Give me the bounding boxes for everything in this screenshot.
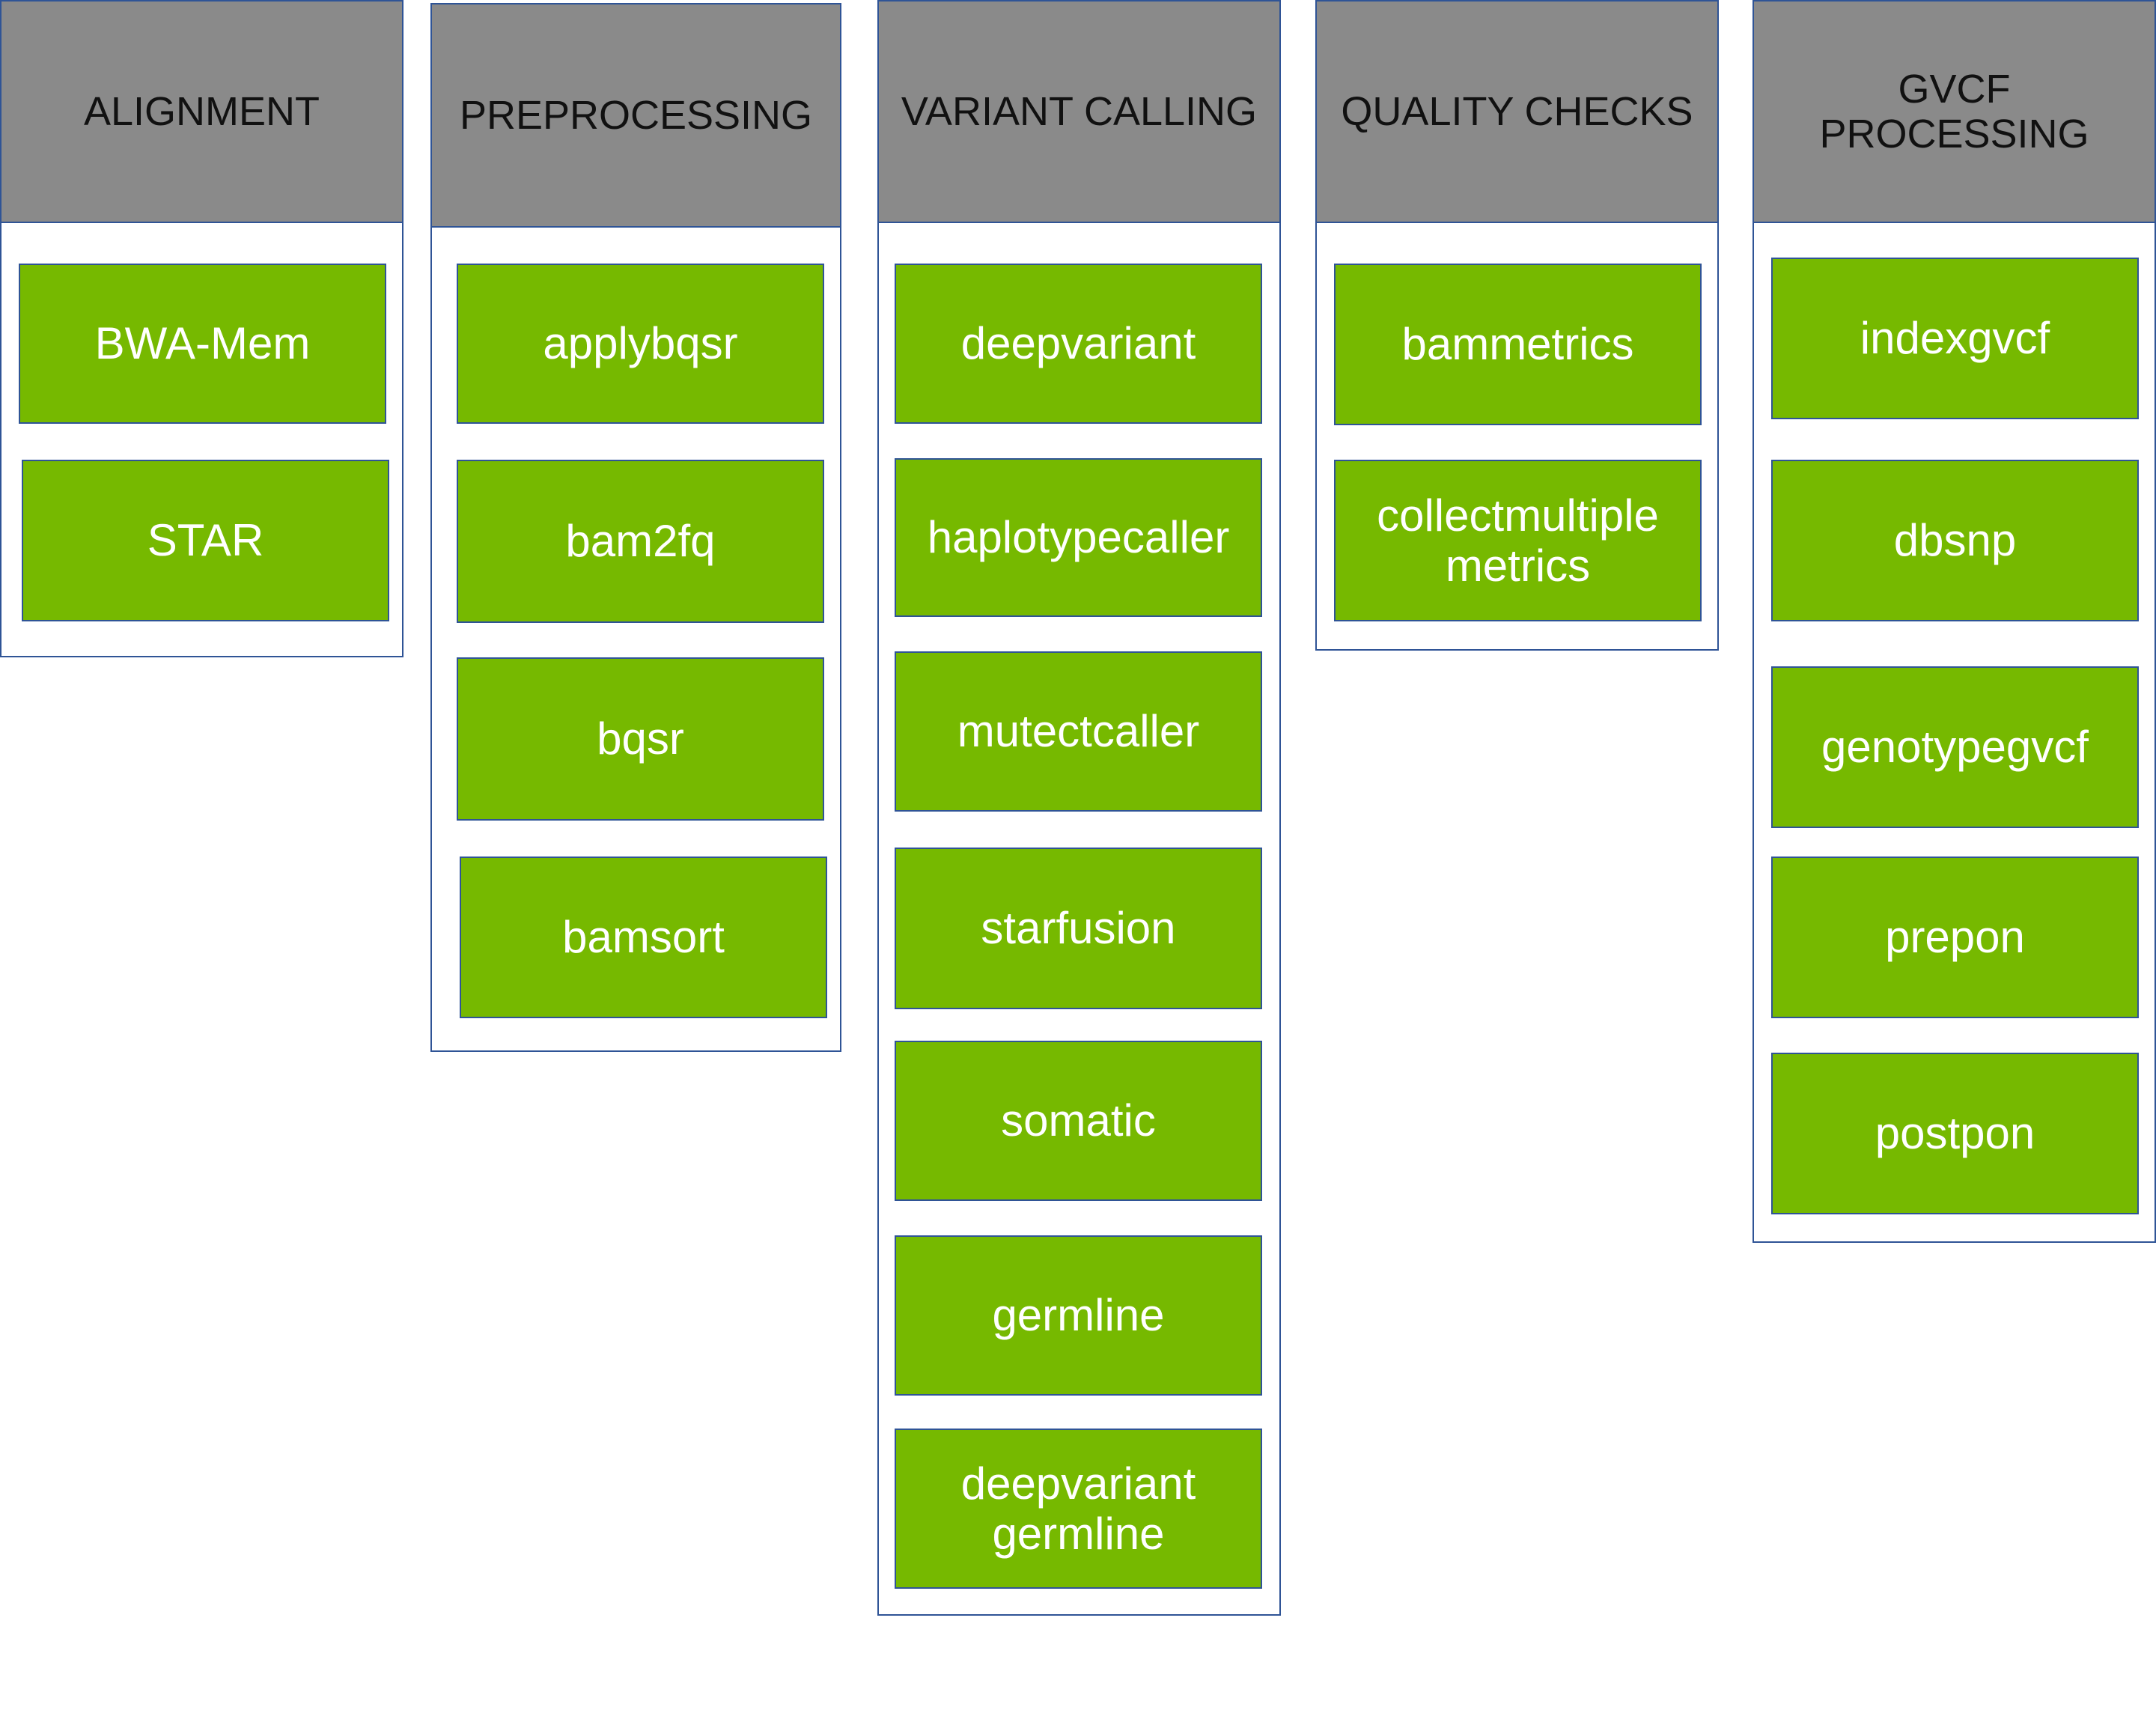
tool-box-bwa-mem: BWA-Mem: [19, 264, 386, 424]
tool-label: starfusion: [981, 903, 1176, 954]
tool-box-postpon: postpon: [1771, 1053, 2139, 1214]
tool-box-genotypegvcf: genotypegvcf: [1771, 666, 2139, 828]
tool-label: mutectcaller: [957, 706, 1200, 757]
tool-box-germline: germline: [895, 1235, 1262, 1396]
tool-label: bqsr: [597, 714, 684, 764]
tool-box-bamsort: bamsort: [460, 857, 827, 1018]
tool-box-starfusion: starfusion: [895, 848, 1262, 1009]
tool-label: indexgvcf: [1860, 313, 2050, 364]
column-title: VARIANT CALLING: [901, 88, 1258, 134]
tool-label: germline: [992, 1290, 1165, 1341]
tool-box-deepvariant-germline: deepvariant germline: [895, 1429, 1262, 1589]
tool-box-prepon: prepon: [1771, 857, 2139, 1018]
tool-label: bamsort: [562, 912, 725, 963]
tool-label: collectmultiple metrics: [1377, 490, 1659, 591]
tool-label: deepvariant: [960, 318, 1196, 369]
tool-label: prepon: [1885, 912, 2025, 963]
tool-label: genotypegvcf: [1821, 722, 2089, 773]
column-alignment: ALIGNMENT BWA-Mem STAR: [0, 0, 404, 657]
tool-label: deepvariant germline: [960, 1458, 1196, 1559]
tool-box-dbsnp: dbsnp: [1771, 460, 2139, 621]
tool-label: STAR: [147, 515, 264, 566]
tool-label: BWA-Mem: [94, 318, 311, 369]
tool-box-bqsr: bqsr: [457, 657, 824, 821]
column-header-variant-calling: VARIANT CALLING: [879, 1, 1279, 223]
tool-label: postpon: [1875, 1108, 2035, 1159]
column-header-quality-checks: QUALITY CHECKS: [1317, 1, 1717, 223]
tool-label: bammetrics: [1401, 319, 1634, 370]
tool-box-bammetrics: bammetrics: [1334, 264, 1702, 425]
tool-label: haplotypecaller: [927, 512, 1230, 563]
tool-box-star: STAR: [22, 460, 389, 621]
tool-box-applybqsr: applybqsr: [457, 264, 824, 424]
tool-box-somatic: somatic: [895, 1041, 1262, 1201]
tool-label: bam2fq: [565, 516, 716, 567]
column-header-gvcf-processing: GVCF PROCESSING: [1754, 1, 2155, 223]
tool-label: applybqsr: [543, 318, 738, 369]
column-variant-calling: VARIANT CALLING deepvariant haplotypecal…: [877, 0, 1281, 1616]
column-title: GVCF PROCESSING: [1819, 66, 2089, 156]
column-quality-checks: QUALITY CHECKS bammetrics collectmultipl…: [1315, 0, 1719, 651]
tool-box-haplotypecaller: haplotypecaller: [895, 458, 1262, 617]
column-header-alignment: ALIGNMENT: [1, 1, 402, 223]
tool-box-bam2fq: bam2fq: [457, 460, 824, 623]
column-header-preprocessing: PREPROCESSING: [432, 4, 840, 228]
column-title: ALIGNMENT: [83, 88, 320, 134]
tool-label: dbsnp: [1893, 515, 2017, 566]
tool-label: somatic: [1001, 1095, 1156, 1146]
column-gvcf-processing: GVCF PROCESSING indexgvcf dbsnp genotype…: [1752, 0, 2156, 1243]
tool-box-indexgvcf: indexgvcf: [1771, 258, 2139, 419]
column-title: PREPROCESSING: [459, 92, 813, 138]
tool-box-mutectcaller: mutectcaller: [895, 651, 1262, 812]
column-preprocessing: PREPROCESSING applybqsr bam2fq bqsr bams…: [430, 3, 841, 1052]
tool-box-deepvariant: deepvariant: [895, 264, 1262, 424]
column-title: QUALITY CHECKS: [1341, 88, 1693, 134]
tool-box-collectmultiple-metrics: collectmultiple metrics: [1334, 460, 1702, 621]
